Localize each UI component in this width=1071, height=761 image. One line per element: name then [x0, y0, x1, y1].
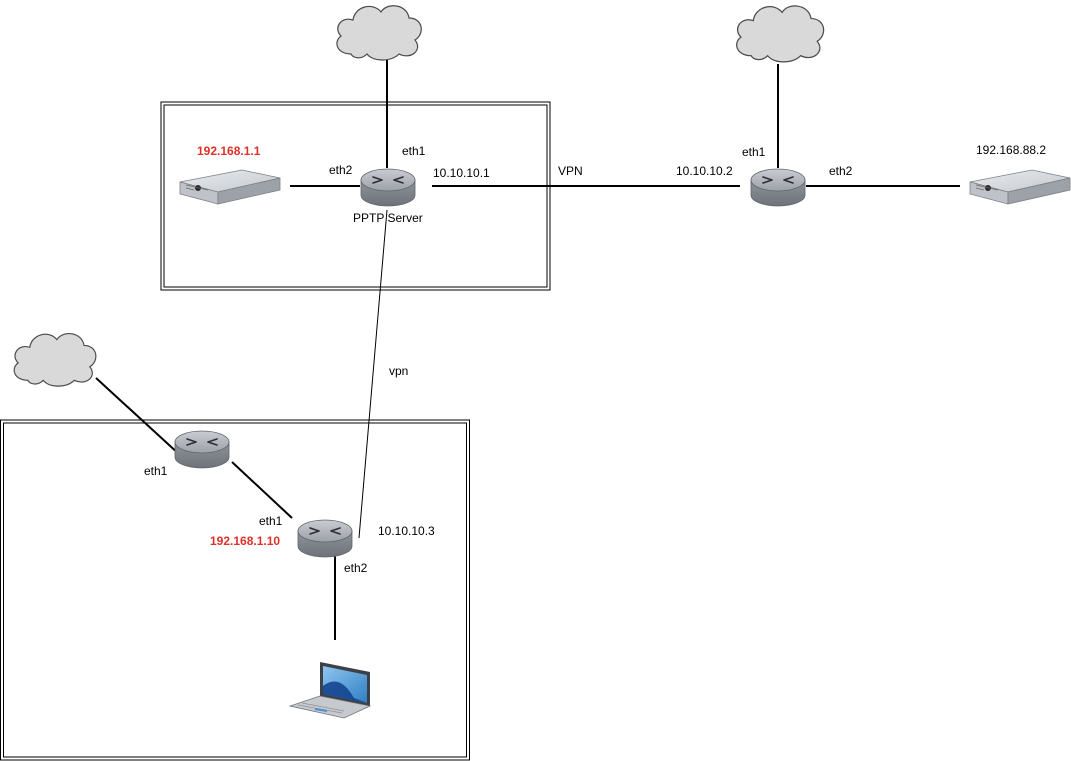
link-gateway-client [231, 461, 293, 519]
gateway-eth1-label: eth1 [144, 464, 168, 478]
router-icon [297, 519, 353, 558]
remote-vpn-ip-label: 10.10.10.2 [676, 164, 733, 178]
client-site-enclosure [0, 419, 470, 761]
cloud-icon [336, 5, 422, 61]
link-vpn-pptp-client [358, 209, 388, 539]
pptp-vpn-ip-label: 10.10.10.1 [433, 166, 490, 180]
client-eth1-label: eth1 [259, 514, 283, 528]
client-vpn-ip-label: 10.10.10.3 [378, 524, 435, 538]
laptop-icon [289, 661, 371, 719]
link-cloud-gateway [95, 377, 181, 456]
network-links [95, 60, 960, 640]
pptp-eth2-label: eth2 [329, 163, 353, 177]
top-server-ip-label: 192.168.1.1 [197, 144, 261, 158]
remote-server-ip-label: 192.168.88.2 [976, 143, 1047, 157]
pptp-server-name-label: PPTP Server [353, 211, 423, 225]
client-lan-ip-label: 192.168.1.10 [210, 534, 281, 548]
router-icon [360, 168, 416, 207]
vpn-link-lower-label: vpn [389, 364, 409, 378]
pptp-site-enclosure [160, 101, 551, 291]
remote-eth2-label: eth2 [829, 164, 853, 178]
router-icon [174, 430, 230, 469]
client-eth2-label: eth2 [344, 561, 368, 575]
rack-server-icon [179, 169, 281, 205]
pptp-eth1-label: eth1 [402, 144, 426, 158]
rack-server-icon [969, 169, 1071, 205]
cloud-icon [736, 5, 825, 63]
cloud-icon [13, 332, 97, 387]
remote-eth1-label: eth1 [742, 145, 766, 159]
vpn-link-label: VPN [558, 164, 583, 178]
router-icon [750, 168, 806, 207]
